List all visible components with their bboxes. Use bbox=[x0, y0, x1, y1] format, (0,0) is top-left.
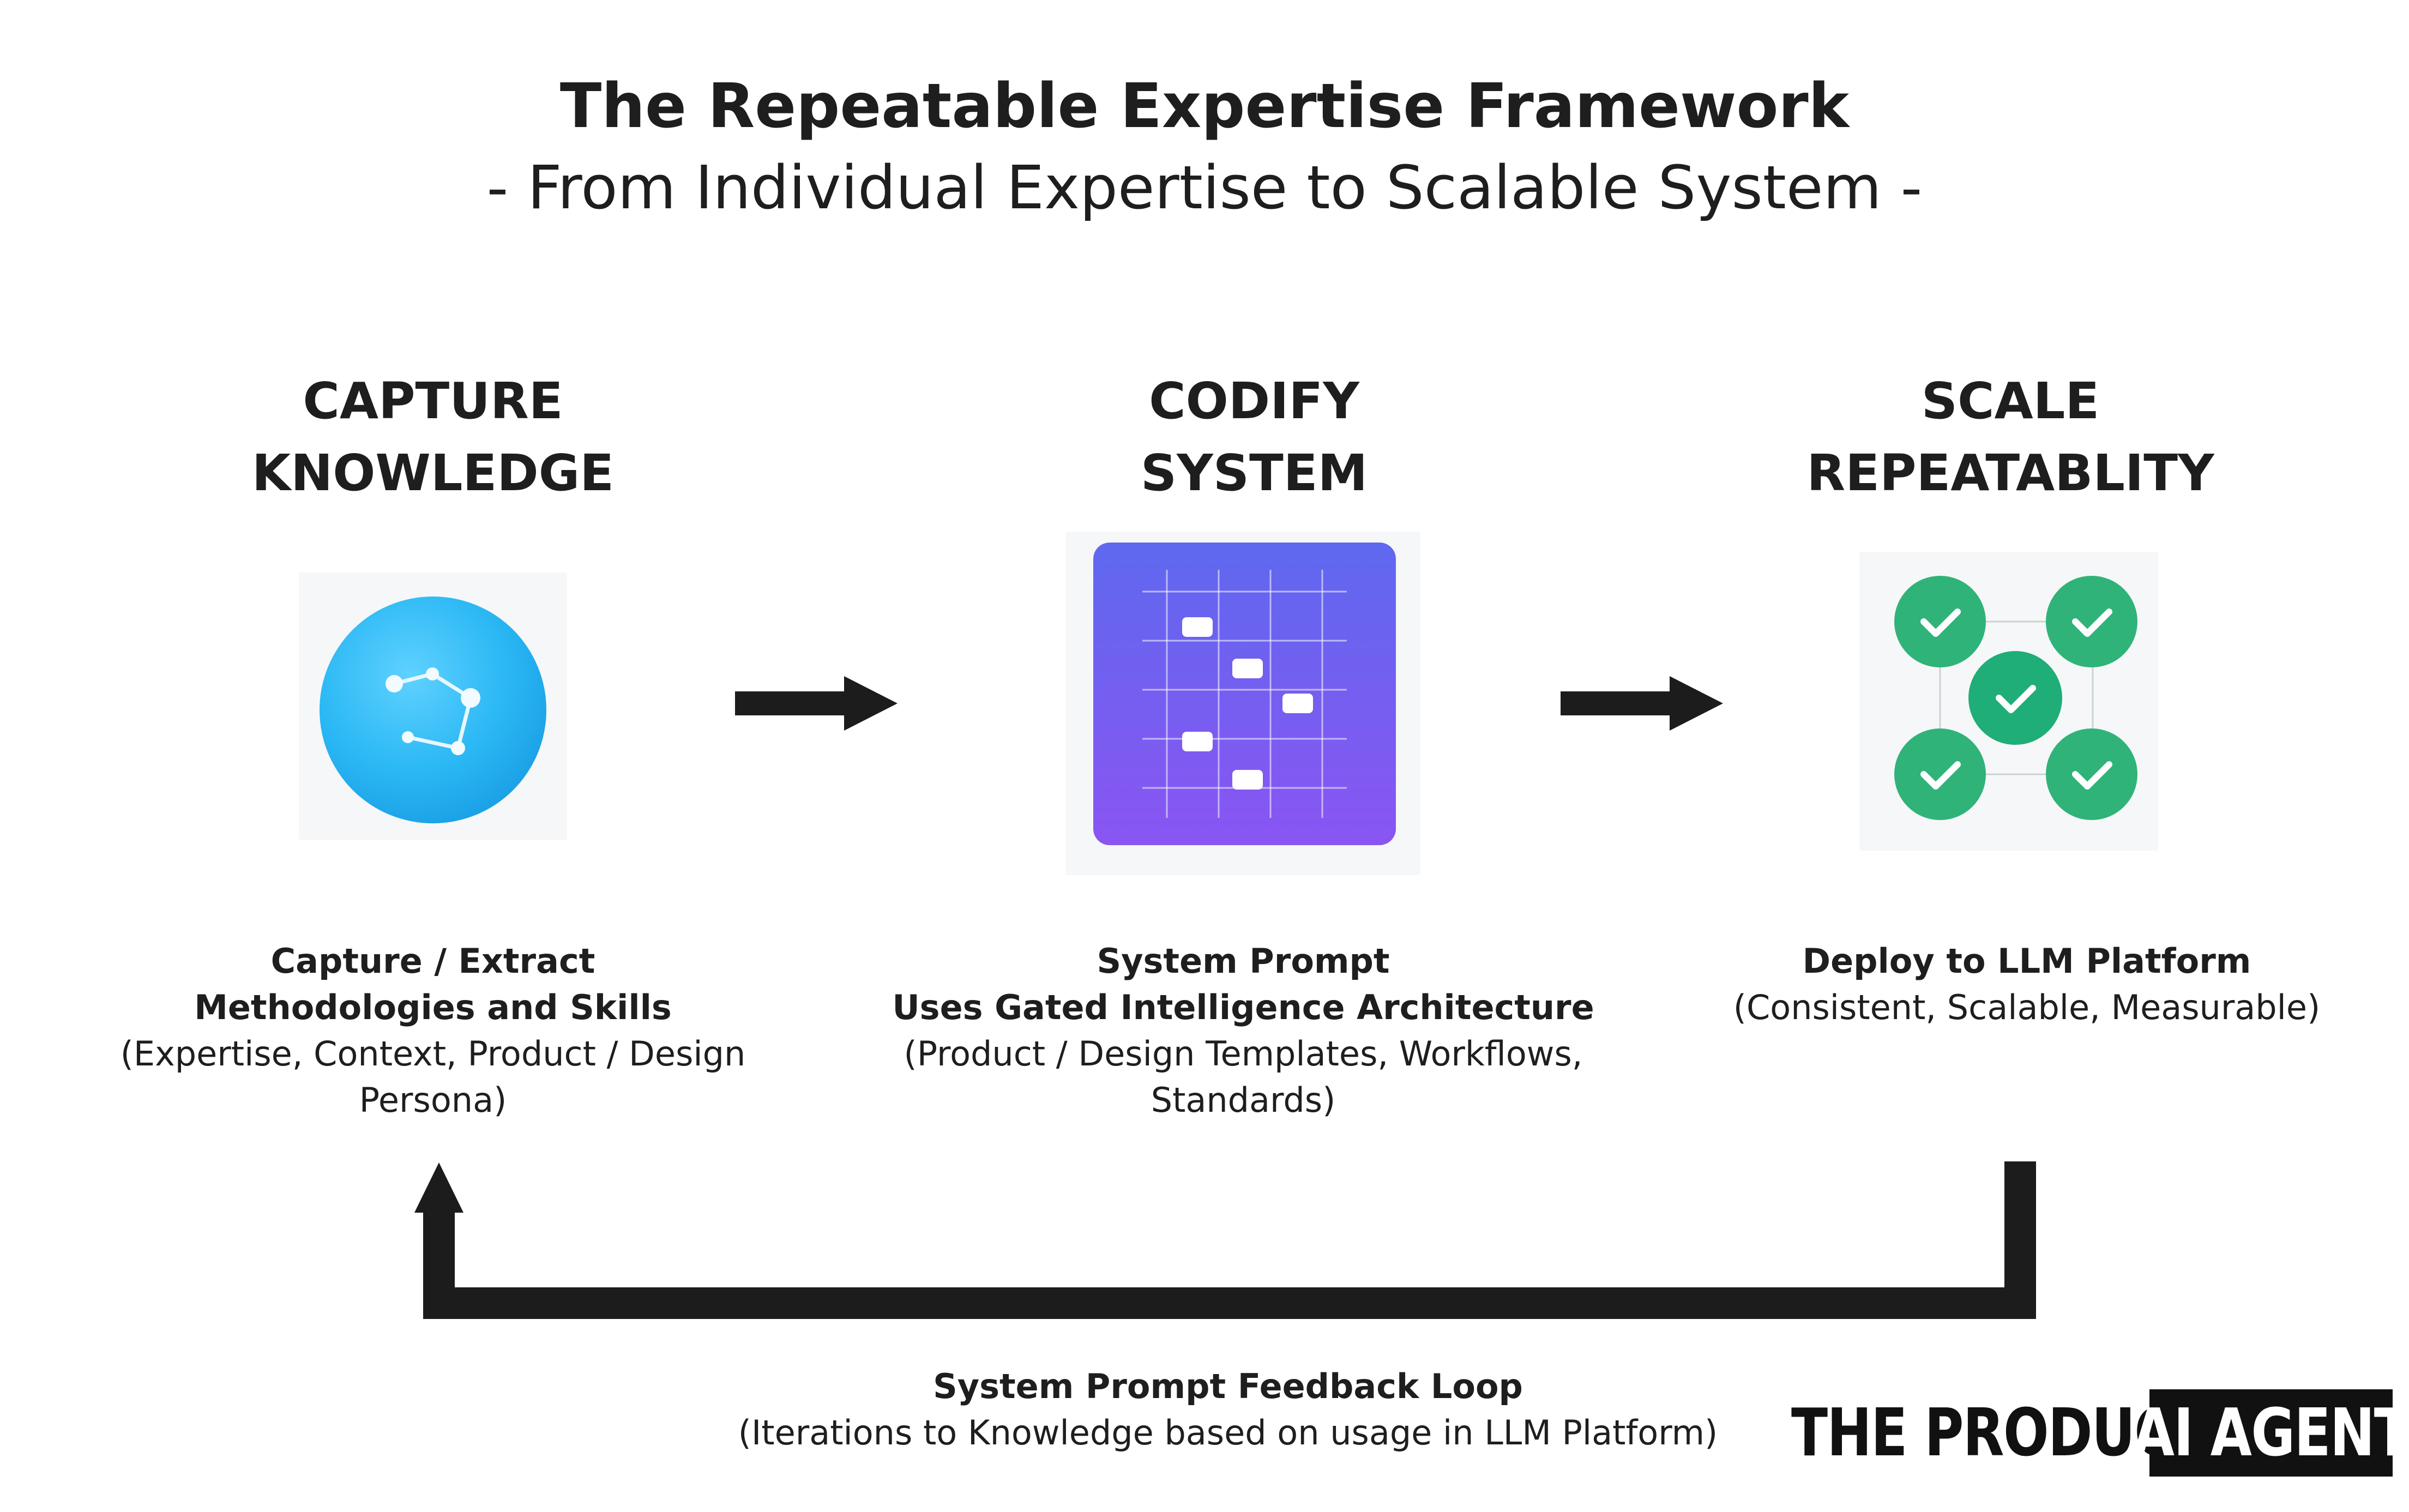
stage-heading-line2: REPEATABLITY bbox=[1806, 444, 2214, 502]
feedback-loop-arrow-icon bbox=[414, 1161, 2036, 1319]
feedback-loop-label: System Prompt Feedback Loop (Iterations … bbox=[737, 1363, 1719, 1456]
stage-heading-scale: SCALE REPEATABLITY bbox=[1683, 365, 2338, 509]
stage-desc-bold2: Methodologies and Skills bbox=[194, 987, 672, 1027]
brand-logo-badge: AI AGENT bbox=[2133, 1389, 2409, 1477]
stage-desc-scale: Deploy to LLM Platform (Consistent, Scal… bbox=[1645, 938, 2408, 1031]
diagram-subtitle: - From Individual Expertise to Scalable … bbox=[486, 153, 1923, 222]
stage-desc-bold2: Uses Gated Intelligence Architecture bbox=[892, 987, 1594, 1027]
brand-logo-text: THE PRODUCT bbox=[1791, 1395, 2209, 1471]
stage-desc-normal2: Standards) bbox=[1151, 1080, 1336, 1120]
stage-heading-line2: KNOWLEDGE bbox=[251, 444, 615, 502]
diagram-title: The Repeatable Expertise Framework bbox=[559, 71, 1850, 142]
stage-desc-bold1: System Prompt bbox=[1097, 941, 1390, 981]
stage-heading-line1: CAPTURE bbox=[303, 372, 563, 430]
scale-icon-tile bbox=[1859, 552, 2158, 851]
constellation-icon bbox=[320, 597, 546, 823]
brand-logo: THE PRODUCT bbox=[1791, 1389, 2300, 1477]
right-arrow-icon bbox=[735, 676, 898, 731]
feedback-loop-title: System Prompt Feedback Loop bbox=[933, 1366, 1523, 1406]
stage-desc-normal1: (Expertise, Context, Product / Design Pe… bbox=[120, 1034, 746, 1120]
stage-desc-normal1: (Product / Design Templates, Workflows, bbox=[904, 1034, 1583, 1074]
checkmark-network-icon bbox=[1894, 576, 2137, 820]
stage-heading-capture: CAPTURE KNOWLEDGE bbox=[106, 365, 760, 509]
stage-desc-normal1: (Consistent, Scalable, Measurable) bbox=[1733, 987, 2321, 1027]
stage-desc-bold1: Deploy to LLM Platform bbox=[1802, 941, 2251, 981]
grid-blocks-icon bbox=[1093, 543, 1396, 845]
codify-icon-tile bbox=[1066, 532, 1420, 875]
stage-heading-codify: CODIFY SYSTEM bbox=[927, 365, 1581, 509]
stage-heading-line1: CODIFY bbox=[1149, 372, 1359, 430]
right-arrow-icon bbox=[1561, 676, 1723, 731]
capture-icon-tile bbox=[299, 573, 567, 840]
stage-desc-capture: Capture / Extract Methodologies and Skil… bbox=[51, 938, 815, 1123]
stage-desc-codify: System Prompt Uses Gated Intelligence Ar… bbox=[862, 938, 1625, 1123]
feedback-loop-subtitle: (Iterations to Knowledge based on usage … bbox=[738, 1413, 1718, 1453]
stage-heading-line2: SYSTEM bbox=[1140, 444, 1368, 502]
stage-desc-bold1: Capture / Extract bbox=[270, 941, 595, 981]
brand-logo-badge-text: AI AGENT bbox=[2133, 1395, 2409, 1471]
stage-heading-line1: SCALE bbox=[1921, 372, 2100, 430]
